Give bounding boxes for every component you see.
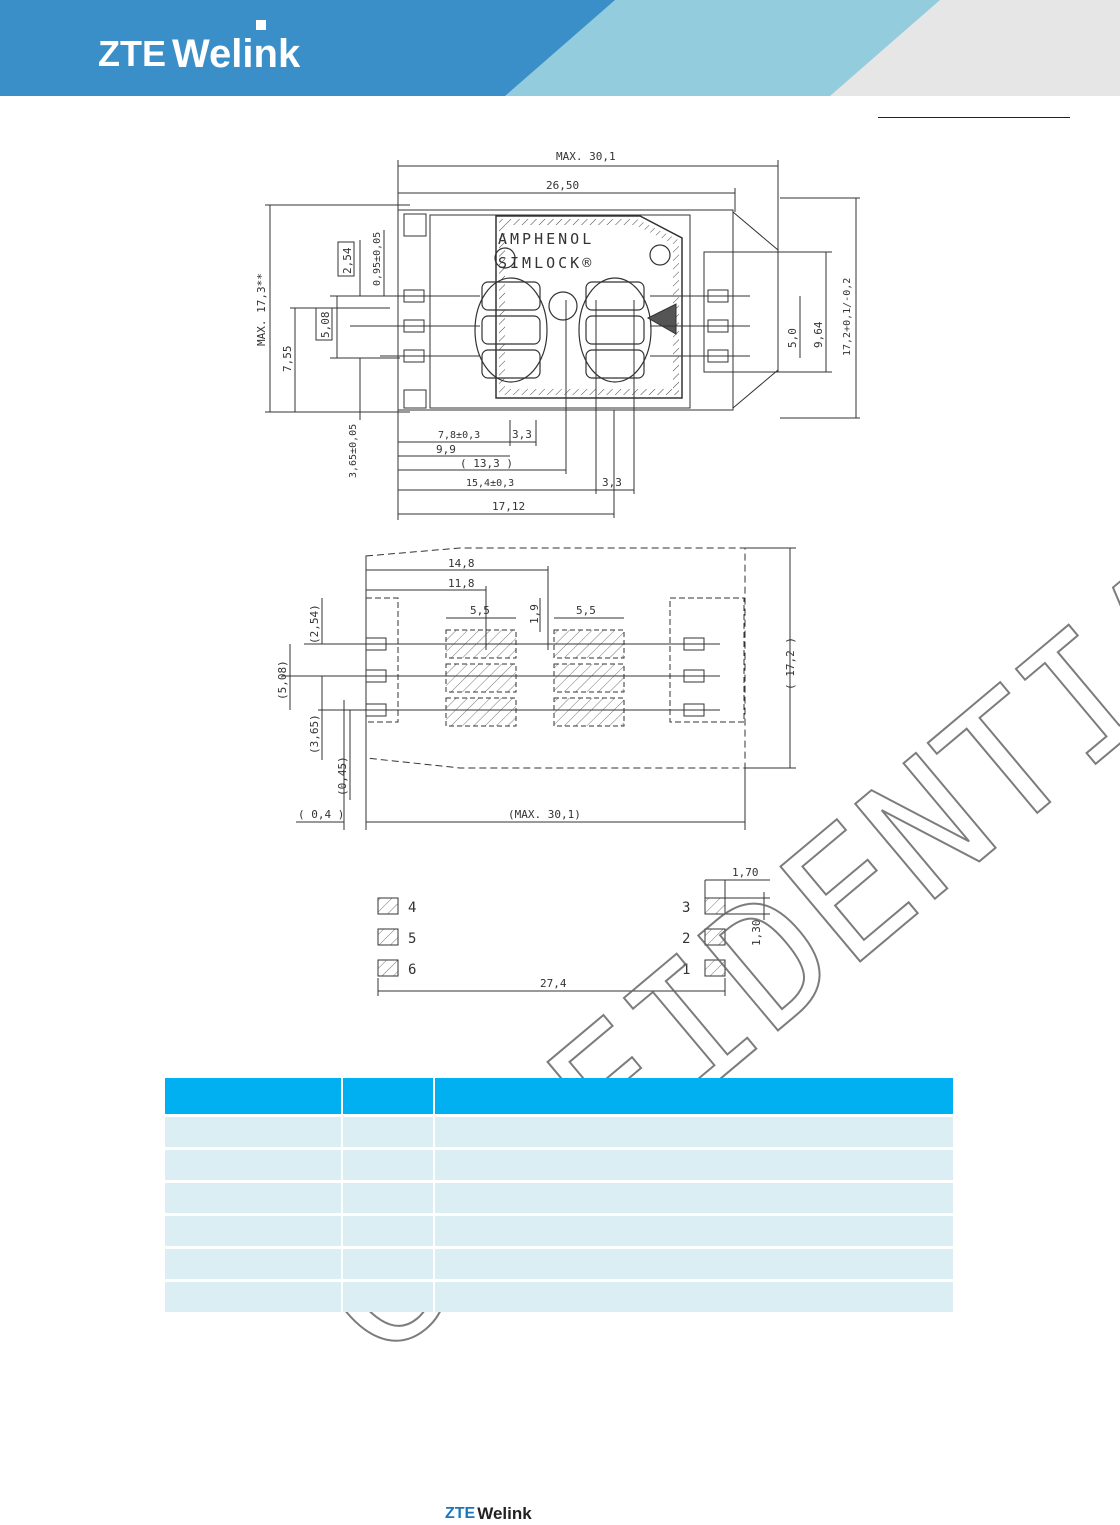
dim-7-8: 7,8±0,3 xyxy=(438,430,480,441)
table-cell xyxy=(435,1180,953,1213)
table-cell xyxy=(343,1147,435,1180)
logo-welink-text: Welink xyxy=(172,32,301,76)
logo-zte-text: ZTE xyxy=(98,33,166,74)
top-view-labels: MAX. 30,1 26,50 MAX. 17,3** 2,54 0,95±0,… xyxy=(255,150,853,513)
dim-max-17-3: MAX. 17,3** xyxy=(255,273,268,346)
dim-13-3: ( 13,3 ) xyxy=(460,457,513,470)
table-row xyxy=(165,1114,953,1147)
dim-1-30: 1,30 xyxy=(750,920,763,947)
pin-label-3: 3 xyxy=(682,900,690,916)
table-cell xyxy=(343,1246,435,1279)
dim-2-54: 2,54 xyxy=(341,247,354,274)
dim-7-55: 7,55 xyxy=(281,346,294,373)
dim-0-4-ref: ( 0,4 ) xyxy=(298,808,344,821)
dim-11-8: 11,8 xyxy=(448,577,475,590)
brand-logo: ZTE Welink xyxy=(98,20,301,76)
dim-max-30-1-ref: (MAX. 30,1) xyxy=(508,808,581,821)
dim-5-08-ref: (5,08) xyxy=(276,660,289,700)
table-cell xyxy=(435,1114,953,1147)
dim-0-45-ref: (0,45) xyxy=(336,756,349,796)
pin-label-4: 4 xyxy=(408,900,416,916)
table-row xyxy=(165,1147,953,1180)
simlock-text: SIMLOCK® xyxy=(498,254,594,272)
pin-label-6: 6 xyxy=(408,962,416,978)
dim-27-4: 27,4 xyxy=(540,977,567,990)
table-cell xyxy=(165,1246,343,1279)
dim-9-64: 9,64 xyxy=(812,321,825,348)
table-row xyxy=(165,1279,953,1312)
table-row xyxy=(165,1180,953,1213)
footprint-view: 4 5 6 3 2 1 1,70 1,30 27,4 xyxy=(377,866,770,996)
table-cell xyxy=(435,1246,953,1279)
footer-logo: ZTE Welink xyxy=(445,1505,532,1523)
dim-17-2-ref: ( 17,2 ) xyxy=(784,637,797,690)
pin-definition-table xyxy=(165,1078,953,1312)
amphenol-text: AMPHENOL xyxy=(498,230,594,248)
dim-5-08: 5,08 xyxy=(319,312,332,339)
logo-mark-icon xyxy=(256,20,266,30)
dim-15-4: 15,4±0,3 xyxy=(466,478,514,489)
dim-5-5-a: 5,5 xyxy=(470,604,490,617)
table-cell xyxy=(435,1279,953,1312)
pin-label-2: 2 xyxy=(682,931,690,947)
dim-5-0: 5,0 xyxy=(786,328,799,348)
dim-3-65: 3,65±0,05 xyxy=(348,424,359,478)
dim-1-70: 1,70 xyxy=(732,866,759,879)
dim-3-3-b: 3,3 xyxy=(602,476,622,489)
table-row xyxy=(165,1213,953,1246)
dim-5-5-b: 5,5 xyxy=(576,604,596,617)
table-cell xyxy=(165,1279,343,1312)
table-cell xyxy=(343,1213,435,1246)
table-header-row xyxy=(165,1078,953,1114)
table-cell xyxy=(343,1279,435,1312)
dim-max-30-1: MAX. 30,1 xyxy=(556,150,616,163)
table-header-cell xyxy=(343,1078,435,1114)
table-cell xyxy=(343,1114,435,1147)
footer-zte-text: ZTE xyxy=(445,1505,476,1522)
table-row xyxy=(165,1246,953,1279)
page-header: ZTE Welink xyxy=(0,0,1120,96)
dim-1-9: 1,9 xyxy=(528,604,541,624)
table-cell xyxy=(435,1147,953,1180)
table-cell xyxy=(165,1147,343,1180)
pin-label-1: 1 xyxy=(682,962,690,978)
dim-9-9: 9,9 xyxy=(436,443,456,456)
header-rule xyxy=(878,117,1070,118)
dim-17-12: 17,12 xyxy=(492,500,525,513)
bottom-view xyxy=(282,547,796,830)
footer-welink-text: Welink xyxy=(477,1504,532,1523)
dim-14-8: 14,8 xyxy=(448,557,475,570)
table-cell xyxy=(165,1213,343,1246)
dim-3-3-a: 3,3 xyxy=(512,428,532,441)
pin-label-5: 5 xyxy=(408,931,416,947)
top-view xyxy=(265,160,860,520)
dim-0-95: 0,95±0,05 xyxy=(372,232,383,286)
dim-2-54-ref: (2,54) xyxy=(308,604,321,644)
table-cell xyxy=(435,1213,953,1246)
table-cell xyxy=(343,1180,435,1213)
bottom-view-labels: 14,8 11,8 5,5 1,9 5,5 (2,54) (5,08) (3,6… xyxy=(276,557,797,821)
dim-26-50: 26,50 xyxy=(546,179,579,192)
header-band xyxy=(0,0,1120,96)
table-header-cell xyxy=(165,1078,343,1114)
dim-17-2: 17,2+0,1/-0,2 xyxy=(842,278,853,356)
dim-3-65-ref: (3,65) xyxy=(308,714,321,754)
table-cell xyxy=(165,1114,343,1147)
table-header-cell xyxy=(435,1078,953,1114)
table-cell xyxy=(165,1180,343,1213)
